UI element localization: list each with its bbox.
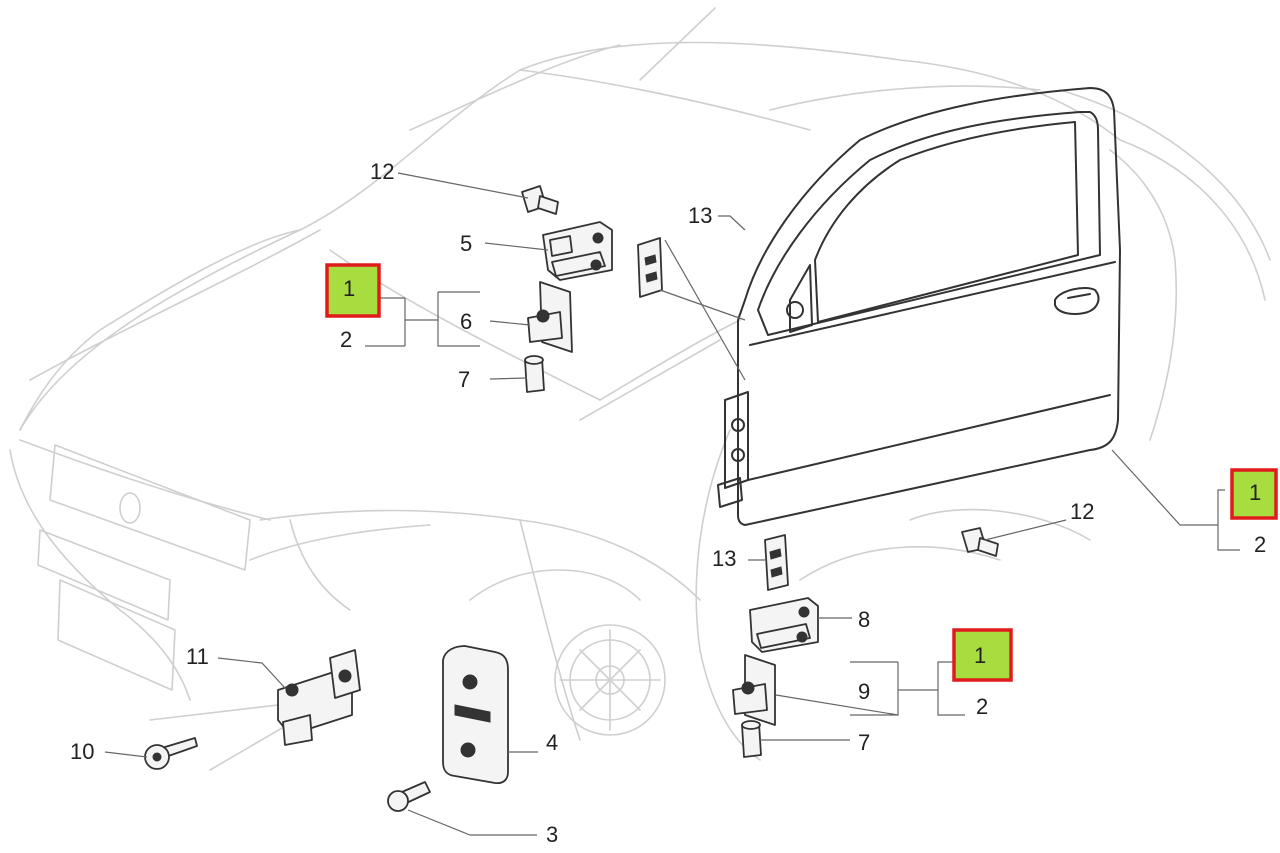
lower-bolt-7	[741, 720, 762, 758]
callout-5: 5	[460, 231, 472, 256]
callout-12-upper: 12	[370, 159, 394, 184]
door-check-strap-11	[277, 649, 361, 746]
callout-6: 6	[460, 309, 472, 334]
upper-bolt-7	[524, 355, 545, 393]
callout-7-lower: 7	[858, 730, 870, 755]
callout-1-right: 1	[1249, 480, 1261, 505]
callout-2-right: 2	[1254, 532, 1266, 557]
highlight-box-lower	[952, 628, 1013, 682]
check-plate-4	[442, 645, 509, 785]
callout-4: 4	[546, 730, 558, 755]
lower-shim-13	[764, 534, 789, 591]
upper-hinge-half-5	[542, 221, 613, 281]
callout-2-lower: 2	[976, 694, 988, 719]
callout-3: 3	[546, 822, 558, 847]
callout-7-upper: 7	[458, 367, 470, 392]
lower-hinge-half-8	[749, 597, 819, 653]
callout-12-lower: 12	[1070, 499, 1094, 524]
callout-13-lower: 13	[712, 546, 736, 571]
callout-1-upper-left: 1	[343, 276, 355, 301]
fastener-3	[387, 781, 431, 812]
callout-labels: 1 2 1 2 1 2 3 4 5 6 7 7 8 9 10 11 12 12 …	[70, 159, 1266, 847]
upper-bolt-12	[521, 185, 559, 215]
car-body-outline	[9, 7, 1271, 771]
callout-2-upper-left: 2	[340, 327, 352, 352]
callout-10: 10	[70, 739, 94, 764]
leader-lines	[104, 172, 1240, 836]
lower-bolt-12	[961, 527, 999, 557]
lower-hinge-half-9	[732, 654, 776, 726]
callout-8: 8	[858, 607, 870, 632]
highlight-box-upper-left	[325, 263, 381, 318]
callout-11: 11	[186, 644, 209, 669]
front-door	[717, 87, 1121, 526]
upper-hinge-half-6	[527, 281, 573, 353]
callout-1-lower: 1	[974, 643, 986, 668]
highlight-box-right	[1230, 468, 1278, 520]
callout-13-upper: 13	[688, 203, 712, 228]
upper-shim-13	[637, 237, 663, 298]
callout-9: 9	[858, 679, 870, 704]
bolt-10	[144, 737, 198, 770]
